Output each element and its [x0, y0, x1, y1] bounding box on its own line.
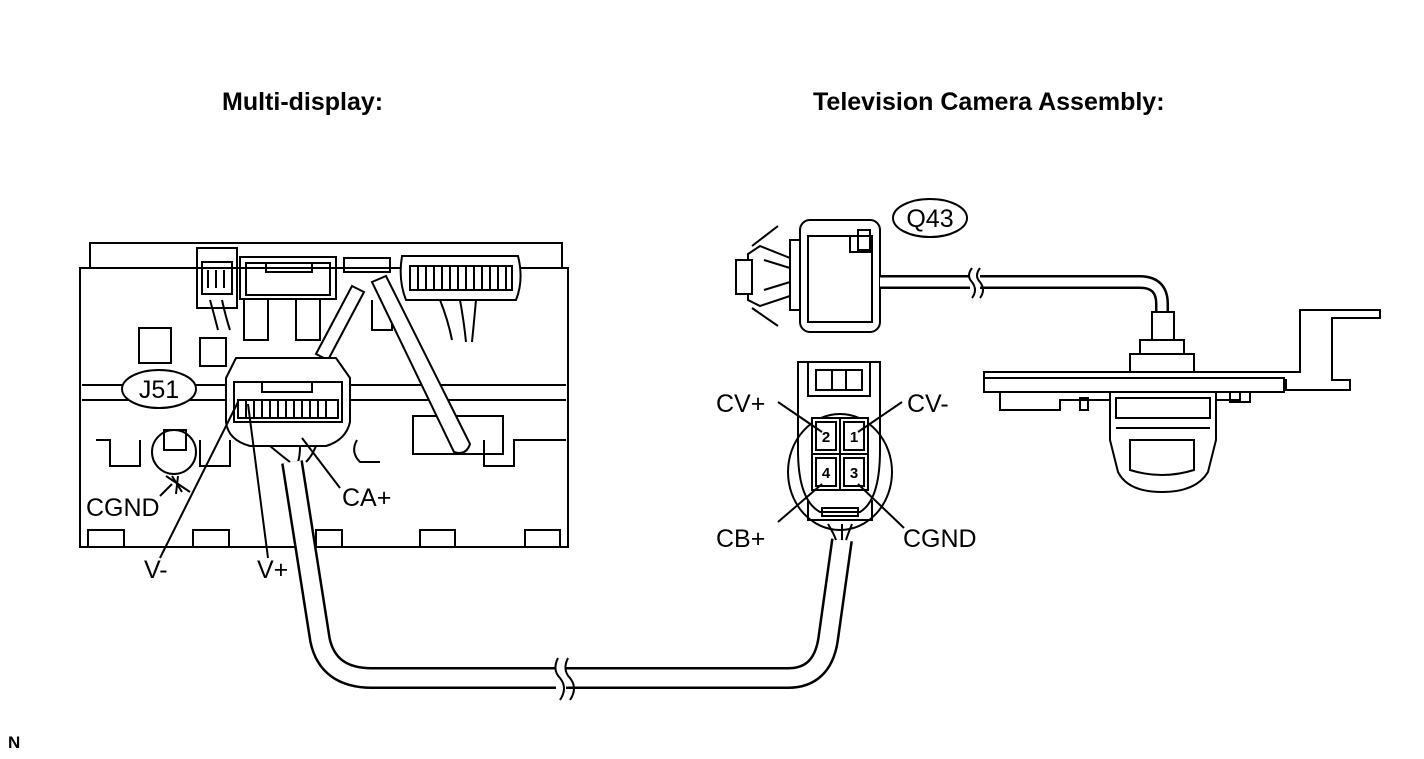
j51-connector: [225, 357, 351, 463]
multi-display-heading: Multi-display:: [222, 88, 384, 116]
camera-assembly-heading: Television Camera Assembly:: [813, 88, 1165, 116]
j51-code-badge: J51: [121, 369, 197, 409]
cv-minus-label: CV-: [907, 390, 949, 418]
q43-code-badge: Q43: [892, 198, 968, 238]
camera-cgnd-label: CGND: [903, 525, 977, 553]
camera-cgnd-leader-line: [857, 483, 905, 529]
camera-pin-2: 2: [822, 429, 830, 446]
cgnd-leader-line: [159, 483, 173, 497]
camera-lead-cable: [880, 267, 1169, 320]
ca-plus-leader-line: [301, 437, 341, 489]
camera-connector-face: [787, 361, 893, 541]
corner-mark: N: [8, 733, 21, 752]
cgnd-ground-stud: [151, 429, 197, 495]
v-plus-label: V+: [257, 556, 288, 584]
cv-plus-label: CV+: [716, 390, 765, 418]
cb-plus-label: CB+: [716, 525, 765, 553]
v-plus-leader-line: [247, 403, 269, 559]
v-minus-leader-line: [159, 401, 239, 559]
j51-code-text: J51: [139, 376, 179, 404]
camera-assembly: [983, 309, 1381, 494]
cb-plus-leader-line: [777, 483, 823, 523]
q43-code-text: Q43: [906, 205, 953, 233]
harness-cable: [281, 460, 853, 701]
cv-plus-leader-line: [777, 401, 823, 433]
cv-minus-leader-line: [857, 401, 903, 433]
ca-plus-label: CA+: [342, 484, 391, 512]
q43-connector: [735, 219, 881, 333]
camera-pin-3: 3: [850, 465, 858, 482]
v-minus-label: V-: [144, 556, 168, 584]
camera-pin-4: 4: [822, 465, 831, 482]
camera-pin-1: 1: [850, 429, 858, 446]
cgnd-label: CGND: [86, 494, 160, 522]
